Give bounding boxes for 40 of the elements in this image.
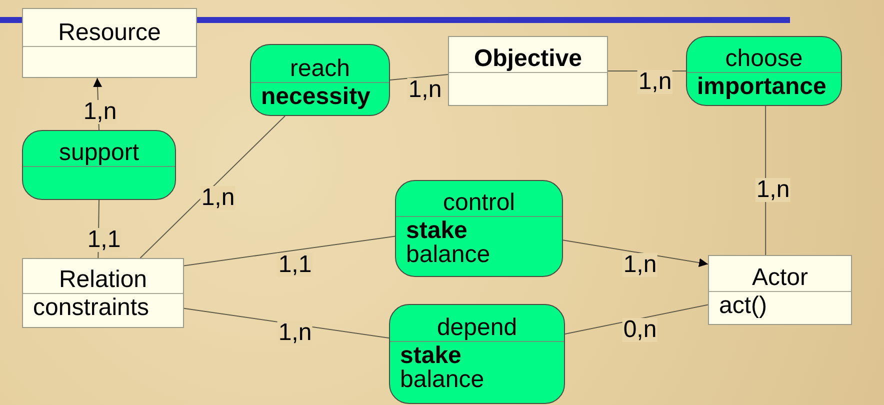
association-box	[389, 304, 565, 404]
association-name: support	[58, 141, 140, 165]
class-name: Objective	[474, 47, 582, 71]
multiplicity-label: 1,n	[82, 100, 118, 124]
association-name: choose	[725, 47, 803, 71]
multiplicity-label: 1,n	[407, 78, 443, 102]
multiplicity-label: 1,1	[277, 253, 313, 277]
multiplicity-label: 1,n	[755, 178, 791, 202]
multiplicity-label: 1,1	[86, 228, 122, 252]
association-box	[686, 36, 842, 106]
association-attribute: balance	[406, 243, 490, 267]
connector-line	[184, 236, 396, 266]
association-box	[22, 130, 176, 200]
class-box	[22, 258, 184, 328]
class-name: Actor	[752, 266, 808, 290]
class-name: Relation	[58, 268, 148, 292]
class-member: act()	[719, 294, 767, 318]
multiplicity-label: 1,n	[277, 321, 313, 345]
class-box	[22, 8, 197, 78]
association-name: depend	[436, 316, 518, 340]
connector-line	[390, 74, 448, 80]
connector-line	[140, 116, 286, 258]
class-member: constraints	[33, 296, 150, 320]
association-attribute: importance	[697, 75, 826, 99]
arrow	[562, 240, 708, 268]
association-name: reach	[290, 57, 350, 81]
multiplicity-label: 0,n	[622, 318, 658, 342]
association-attribute: stake	[400, 344, 462, 368]
class-box	[448, 36, 608, 106]
association-name: control	[442, 191, 516, 215]
association-box	[395, 180, 563, 277]
class-name: Resource	[58, 21, 161, 45]
multiplicity-label: 1,n	[622, 253, 658, 277]
association-box	[250, 44, 390, 116]
multiplicity-label: 1,n	[200, 186, 236, 210]
association-attribute: stake	[406, 219, 468, 243]
association-attribute: necessity	[261, 85, 370, 109]
association-attribute: balance	[400, 368, 484, 392]
multiplicity-label: 1,n	[637, 70, 673, 94]
class-box	[708, 255, 852, 325]
